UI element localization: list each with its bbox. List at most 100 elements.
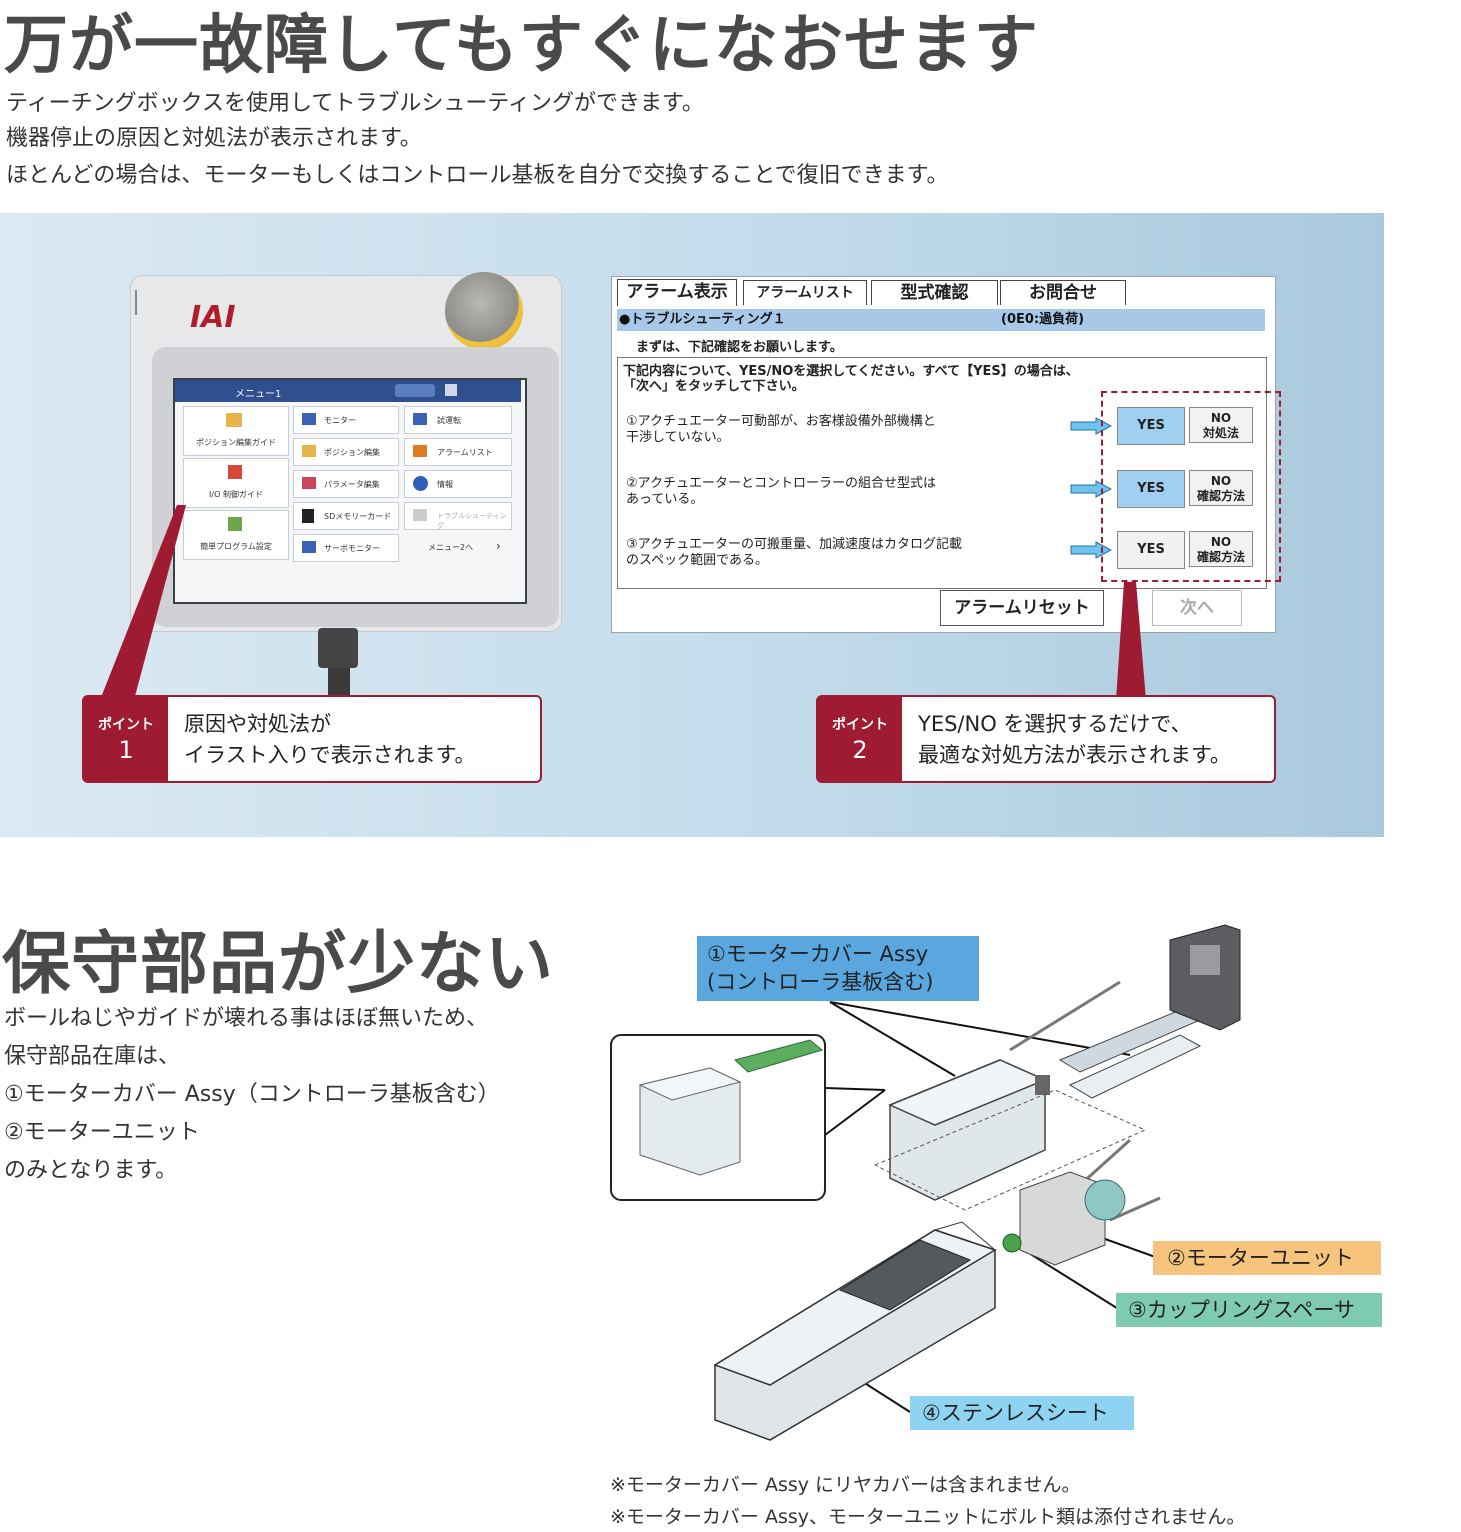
pendant-menu-title: メニュー1	[235, 389, 282, 400]
section2-body-line-4: ②モーターユニット	[4, 1120, 200, 1145]
section1-title: 万が一故障してもすぐになおせます	[4, 9, 1039, 83]
tab-alarm-list[interactable]: アラームリスト	[743, 280, 867, 305]
question-1-line-2: 干渉していない。	[626, 430, 730, 445]
callout-line-2: 最適な対処方法が表示されます。	[918, 743, 1231, 767]
callout-text: 原因や対処法が イラスト入りで表示されます。	[184, 709, 475, 771]
label-motor-unit: ②モーターユニット	[1153, 1241, 1381, 1275]
emergency-stop-button[interactable]	[445, 272, 523, 350]
iai-logo: IAI	[190, 300, 236, 335]
callout-text: YES/NO を選択するだけで、 最適な対処方法が表示されます。	[918, 709, 1231, 771]
no-sublabel: 対処法	[1202, 426, 1239, 440]
tile-label: 簡単プログラム設定	[200, 542, 272, 551]
tile-position-guide[interactable]: ポジション編集ガイド	[183, 406, 289, 456]
label-stainless-sheet: ④ステンレスシート	[910, 1396, 1134, 1430]
callout-tag-number: 2	[852, 736, 868, 764]
next-button[interactable]: 次へ	[1152, 590, 1242, 626]
tile-label: ポジション編集	[324, 448, 380, 457]
tile-label: 試運転	[437, 416, 461, 425]
tile-label: パラメータ編集	[324, 480, 380, 489]
question-1-yes-button[interactable]: YES	[1117, 407, 1185, 445]
no-sublabel: 確認方法	[1196, 550, 1245, 564]
tile-test-run[interactable]: 試運転	[404, 406, 512, 434]
info-icon	[413, 476, 428, 491]
io-icon	[228, 465, 242, 479]
note-2: ※モーターカバー Assy、モーターユニットにボルト類は添付されません。	[610, 1506, 1246, 1528]
tab-inquiry[interactable]: お問合せ	[1000, 280, 1126, 305]
menu-bar-badge	[395, 384, 435, 397]
question-box	[617, 357, 1267, 589]
tile-label: メニュー2へ	[428, 543, 474, 552]
parameter-icon	[302, 477, 316, 489]
alarm-reset-button[interactable]: アラームリセット	[940, 590, 1104, 626]
tile-info[interactable]: 情報	[404, 470, 512, 498]
program-icon	[228, 517, 242, 531]
question-1-line-1: ①アクチュエーター可動部が、お客様設備外部機構と	[626, 414, 936, 429]
question-3-yes-button[interactable]: YES	[1117, 531, 1185, 569]
question-2-yes-button[interactable]: YES	[1117, 470, 1185, 508]
section2-body-line-2: 保守部品在庫は、	[4, 1044, 181, 1069]
label-motor-cover-line-1: ①モーターカバー Assy	[707, 942, 929, 966]
yes-no-highlight	[1101, 391, 1281, 582]
section2-body-line-1: ボールねじやガイドが壊れる事はほぼ無いため、	[4, 1006, 489, 1031]
tile-troubleshooting[interactable]: トラブルシューティング	[404, 502, 512, 530]
section2-body-line-5: のみとなります。	[4, 1158, 178, 1183]
callout-tag-label: ポイント	[98, 717, 154, 733]
instruction-line-1: 下記内容について、YES/NOを選択してください。すべて【YES】の場合は、	[623, 364, 1079, 379]
label-motor-cover-line-2: (コントローラ基板含む)	[707, 970, 934, 994]
servo-icon	[302, 541, 316, 553]
tile-label: I/O 制御ガイド	[209, 490, 263, 499]
alarm-code: (0E0:過負荷)	[1001, 312, 1085, 327]
callout-line-2: イラスト入りで表示されます。	[184, 743, 476, 767]
question-3-line-2: のスペック範囲である。	[626, 553, 768, 568]
tile-label: モニター	[324, 416, 356, 425]
alarm-icon	[413, 445, 427, 457]
tile-label: サーボモニター	[324, 544, 380, 553]
test-run-icon	[413, 413, 427, 425]
no-sublabel: 確認方法	[1196, 489, 1245, 503]
tab-model-check[interactable]: 型式確認	[871, 280, 998, 305]
label-coupling-spacer: ③カップリングスペーサ	[1116, 1293, 1382, 1327]
question-3-line-1: ③アクチュエーターの可搬重量、加減速度はカタログ記載	[626, 537, 963, 552]
tile-sd-card[interactable]: SDメモリーカード	[293, 502, 399, 530]
section2-body-line-3: ①モーターカバー Assy（コントローラ基板含む）	[4, 1082, 500, 1107]
tile-label: ポジション編集ガイド	[196, 438, 276, 447]
tile-label: トラブルシューティング	[437, 512, 507, 530]
monitor-icon	[302, 413, 316, 425]
tile-servo-monitor[interactable]: サーボモニター	[293, 534, 399, 562]
question-2-line-1: ②アクチュエーターとコントローラーの組合せ型式は	[626, 476, 937, 491]
label-motor-cover: ①モーターカバー Assy (コントローラ基板含む)	[697, 936, 979, 1001]
section2-title: 保守部品が少ない	[2, 925, 555, 1004]
question-2-line-2: あっている。	[626, 492, 704, 507]
tile-label: 情報	[437, 480, 453, 489]
tile-parameter-edit[interactable]: パラメータ編集	[293, 470, 399, 498]
tile-monitor[interactable]: モニター	[293, 406, 399, 434]
no-label: NO	[1210, 411, 1232, 425]
tab-alarm-display[interactable]: アラーム表示	[617, 279, 737, 306]
instruction-line-2: 「次へ」をタッチして下さい。	[623, 379, 805, 394]
troubleshooting-icon	[413, 509, 427, 521]
callout-tag-number: 1	[118, 736, 134, 764]
pencil-icon	[226, 413, 242, 427]
pendant-edge	[135, 290, 141, 315]
confirm-message: まずは、下記確認をお願いします。	[636, 340, 843, 355]
callout-point-2: ポイント 2 YES/NO を選択するだけで、 最適な対処方法が表示されます。	[816, 695, 1276, 783]
tile-program-setup[interactable]: 簡単プログラム設定	[183, 510, 289, 560]
section2-body: ボールねじやガイドが壊れる事はほぼ無いため、 保守部品在庫は、 ①モーターカバー…	[4, 1000, 500, 1190]
troubleshooting-title: ●トラブルシューティング１	[619, 312, 786, 327]
note-1: ※モーターカバー Assy にリヤカバーは含まれません。	[610, 1474, 1081, 1496]
section1-intro-line-1: ティーチングボックスを使用してトラブルシューティングができます。	[6, 91, 704, 116]
tile-menu2[interactable]: メニュー2へ ›	[404, 534, 510, 560]
tile-alarm-list[interactable]: アラームリスト	[404, 438, 512, 466]
pendant-menu-bar: メニュー1	[175, 380, 521, 402]
chevron-right-icon: ›	[496, 539, 501, 553]
callout-line-1: 原因や対処法が	[184, 712, 331, 736]
sd-card-icon	[302, 509, 314, 523]
tile-position-edit[interactable]: ポジション編集	[293, 438, 399, 466]
callout-point-1: ポイント 1 原因や対処法が イラスト入りで表示されます。	[82, 695, 542, 783]
cable-gland	[318, 628, 358, 668]
tile-io-guide[interactable]: I/O 制御ガイド	[183, 458, 289, 508]
section1-intro-line-2: 機器停止の原因と対処法が表示されます。	[6, 126, 422, 151]
